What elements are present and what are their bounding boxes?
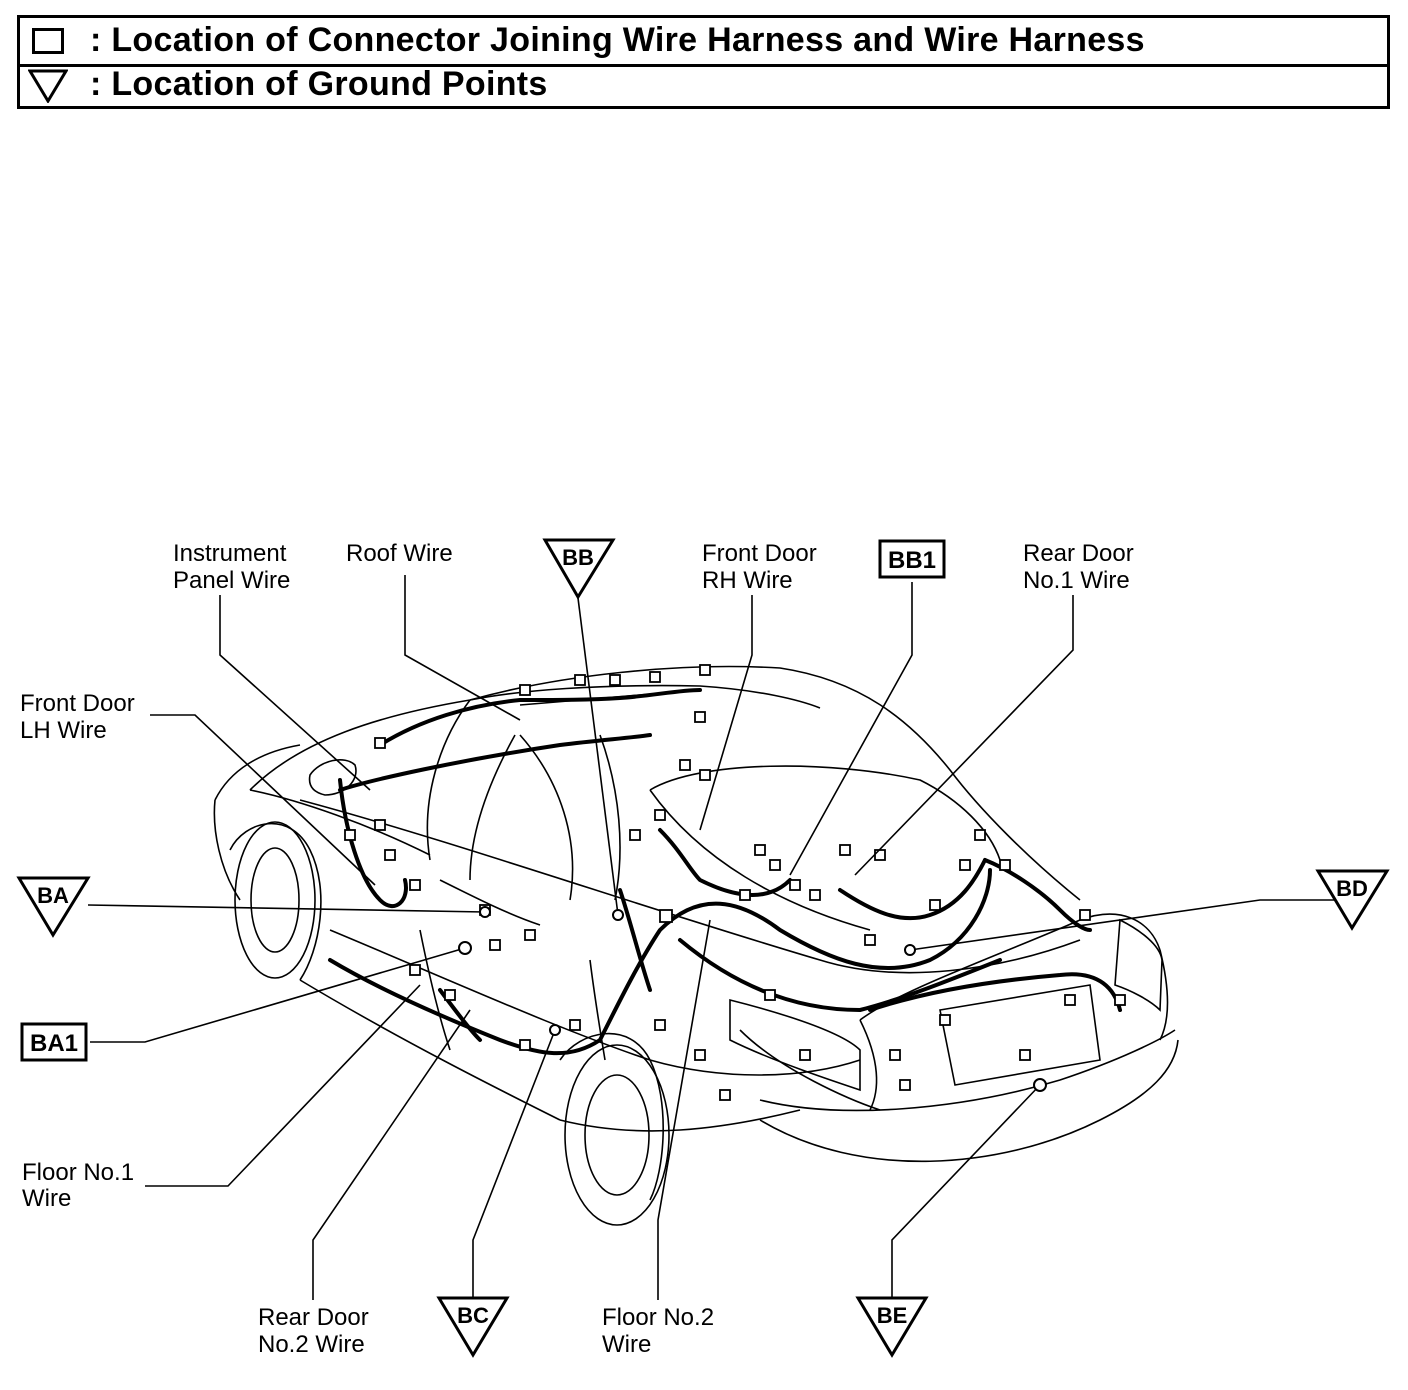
label-floor-no1-line1: Floor No.1 (22, 1159, 134, 1186)
ground-label-ba: BA (37, 883, 69, 908)
label-rear-door-no2-line2: No.2 Wire (258, 1331, 365, 1358)
legend-box: : Location of Connector Joining Wire Har… (17, 15, 1390, 109)
leader-front-door-rh (699, 595, 753, 831)
label-front-door-lh-line1: Front Door (20, 690, 135, 717)
connector-label-ba1: BA1 (30, 1030, 78, 1057)
ground-label-bd: BD (1336, 876, 1368, 901)
wire-harness-paths (328, 688, 1122, 1056)
leader-ba1 (90, 947, 466, 1043)
leader-lines (87, 575, 1338, 1300)
leader-floor-no2 (657, 919, 711, 1300)
connector-blobs (344, 664, 1126, 1101)
leader-roof (404, 575, 521, 721)
leader-front-door-lh (150, 714, 376, 886)
label-rear-door-no2-line1: Rear Door (258, 1304, 369, 1331)
connector-label-bb1: BB1 (888, 547, 936, 574)
ground-label-bc: BC (457, 1303, 489, 1328)
instrument-panel-harness (338, 733, 652, 792)
leader-be (891, 1084, 1041, 1298)
leader-instrument-panel (219, 595, 371, 791)
front-door-lh-harness (338, 778, 408, 909)
legend-ground-text: : Location of Ground Points (90, 65, 548, 103)
ground-label-bb: BB (562, 545, 594, 570)
label-roof-wire: Roof Wire (346, 540, 453, 567)
trunk-harness (868, 972, 1122, 1012)
legend-connector-text: : Location of Connector Joining Wire Har… (90, 21, 1145, 59)
leader-floor-no1 (145, 984, 421, 1187)
legend-row-ground: : Location of Ground Points (20, 64, 1387, 106)
label-rear-door-no1-line1: Rear Door (1023, 540, 1134, 567)
label-front-door-lh-line2: LH Wire (20, 717, 107, 744)
ground-point-ba: BA (16, 876, 91, 938)
ground-label-be: BE (877, 1303, 908, 1328)
label-instrument-panel-line1: Instrument (173, 540, 287, 567)
floor-no1-harness (328, 958, 602, 1056)
rear-door-no1-harness (838, 858, 987, 921)
front-door-rh-harness (658, 828, 792, 897)
leader-rear-door-no1 (854, 595, 1074, 876)
connector-symbol-icon (32, 28, 64, 54)
label-floor-no2-line1: Floor No.2 (602, 1304, 714, 1331)
center-harness (618, 888, 652, 992)
ground-point-bb: BB (542, 538, 616, 600)
leader-bc (472, 1029, 556, 1298)
ground-point-bd: BD (1315, 869, 1390, 931)
leader-bb1 (789, 582, 913, 876)
ground-point-bc: BC (436, 1296, 510, 1358)
label-floor-no1-line2: Wire (22, 1185, 71, 1212)
car-body-illustration (213, 665, 1179, 1226)
rear-harness (678, 938, 1002, 1013)
label-front-door-rh-line2: RH Wire (702, 567, 793, 594)
label-rear-door-no1-line2: No.1 Wire (1023, 567, 1130, 594)
leader-rear-door-no2 (312, 1009, 471, 1300)
leader-bd (909, 899, 1338, 951)
label-floor-no2-line2: Wire (602, 1331, 651, 1358)
label-front-door-rh-line1: Front Door (702, 540, 817, 567)
roof-harness (378, 688, 702, 747)
leader-ba (87, 904, 486, 913)
label-instrument-panel-line2: Panel Wire (173, 567, 290, 594)
leader-bb (577, 597, 619, 916)
ground-point-be: BE (855, 1296, 929, 1358)
connector-bb1: BB1 (878, 539, 946, 579)
ground-symbol-icon (28, 69, 68, 103)
floor-no2-harness (598, 868, 992, 1042)
ground-point-marks (458, 906, 1047, 1092)
connector-ba1: BA1 (20, 1022, 88, 1062)
legend-row-connector: : Location of Connector Joining Wire Har… (20, 18, 1387, 67)
